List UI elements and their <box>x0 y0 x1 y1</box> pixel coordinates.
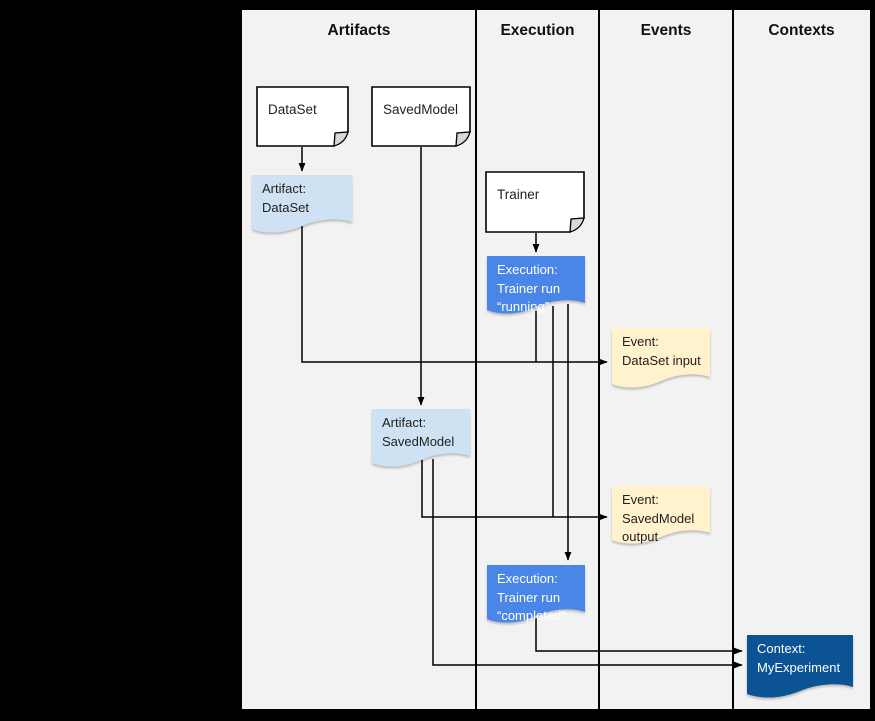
folded-corner <box>569 217 585 233</box>
node-label: Event: SavedModel output <box>612 486 710 547</box>
tape-shape <box>372 409 470 467</box>
label-line: “running” <box>497 299 550 314</box>
label-line: Event: <box>622 334 659 349</box>
label-line: Event: <box>622 492 659 507</box>
node-label: Artifact: DataSet <box>252 175 352 217</box>
label-line: SavedModel <box>622 510 695 526</box>
document-shape <box>256 86 349 147</box>
label-line: “completed” <box>497 608 566 623</box>
label-line: MyExperiment <box>757 659 841 675</box>
node-label: SavedModel <box>371 86 471 134</box>
label-line: Context: <box>757 641 806 656</box>
label-line: DataSet input <box>622 352 701 368</box>
node-artifact-savedmodel: Artifact: SavedModel <box>372 409 470 470</box>
label-line: Execution: <box>497 571 558 586</box>
folded-corner <box>333 131 349 147</box>
node-label: DataSet <box>256 86 349 134</box>
node-execution-running: Execution: Trainer run “running” <box>487 256 585 317</box>
lane-header-execution: Execution <box>500 22 575 39</box>
lane-separator-3 <box>732 10 734 709</box>
node-trainer: Trainer <box>485 171 585 233</box>
label-line: Trainer run <box>497 589 561 605</box>
edge-artifact-dataset-to-event-input <box>301 226 608 366</box>
edge-execution-completed-to-context <box>535 618 743 655</box>
edge-artifact-savedmodel-to-context <box>432 459 743 669</box>
node-label: Execution: Trainer run “running” <box>487 256 585 317</box>
node-label: Context: MyExperiment <box>747 635 853 677</box>
edge-artifact-savedmodel-to-event-output <box>421 460 608 521</box>
node-event-dataset-input: Event: DataSet input <box>612 328 710 391</box>
tape-shape <box>487 565 585 623</box>
label-line: DataSet <box>268 101 317 117</box>
tape-shape <box>612 328 710 388</box>
label-line: output <box>622 529 659 544</box>
lane-header-contexts: Contexts <box>768 22 835 39</box>
node-dataset: DataSet <box>256 86 349 147</box>
node-label: Execution: Trainer run “completed” <box>487 565 585 626</box>
label-line: SavedModel <box>382 433 455 449</box>
node-execution-completed: Execution: Trainer run “completed” <box>487 565 585 626</box>
document-shape <box>371 86 471 147</box>
tape-shape <box>612 486 710 544</box>
node-savedmodel: SavedModel <box>371 86 471 147</box>
tape-shape <box>487 256 585 314</box>
node-event-savedmodel-output: Event: SavedModel output <box>612 486 710 547</box>
label-line: Trainer run <box>497 280 561 296</box>
label-line: SavedModel <box>383 101 459 117</box>
tape-shape <box>252 175 352 233</box>
label-line: DataSet <box>262 199 309 215</box>
node-label: Trainer <box>485 171 585 220</box>
node-context-myexperiment: Context: MyExperiment <box>747 635 853 701</box>
lane-header-events: Events <box>640 22 692 39</box>
label-line: Execution: <box>497 262 558 277</box>
node-label: Artifact: SavedModel <box>372 409 470 451</box>
lane-separator-1 <box>475 10 477 709</box>
tape-shape <box>747 635 853 698</box>
lane-header-artifacts: Artifacts <box>327 22 391 39</box>
label-line: Trainer <box>497 187 540 203</box>
node-artifact-dataset: Artifact: DataSet <box>252 175 352 236</box>
folded-corner <box>455 131 471 147</box>
label-line: Artifact: <box>382 415 427 430</box>
node-label: Event: DataSet input <box>612 328 710 370</box>
document-shape <box>485 171 585 233</box>
label-line: Artifact: <box>262 181 307 196</box>
